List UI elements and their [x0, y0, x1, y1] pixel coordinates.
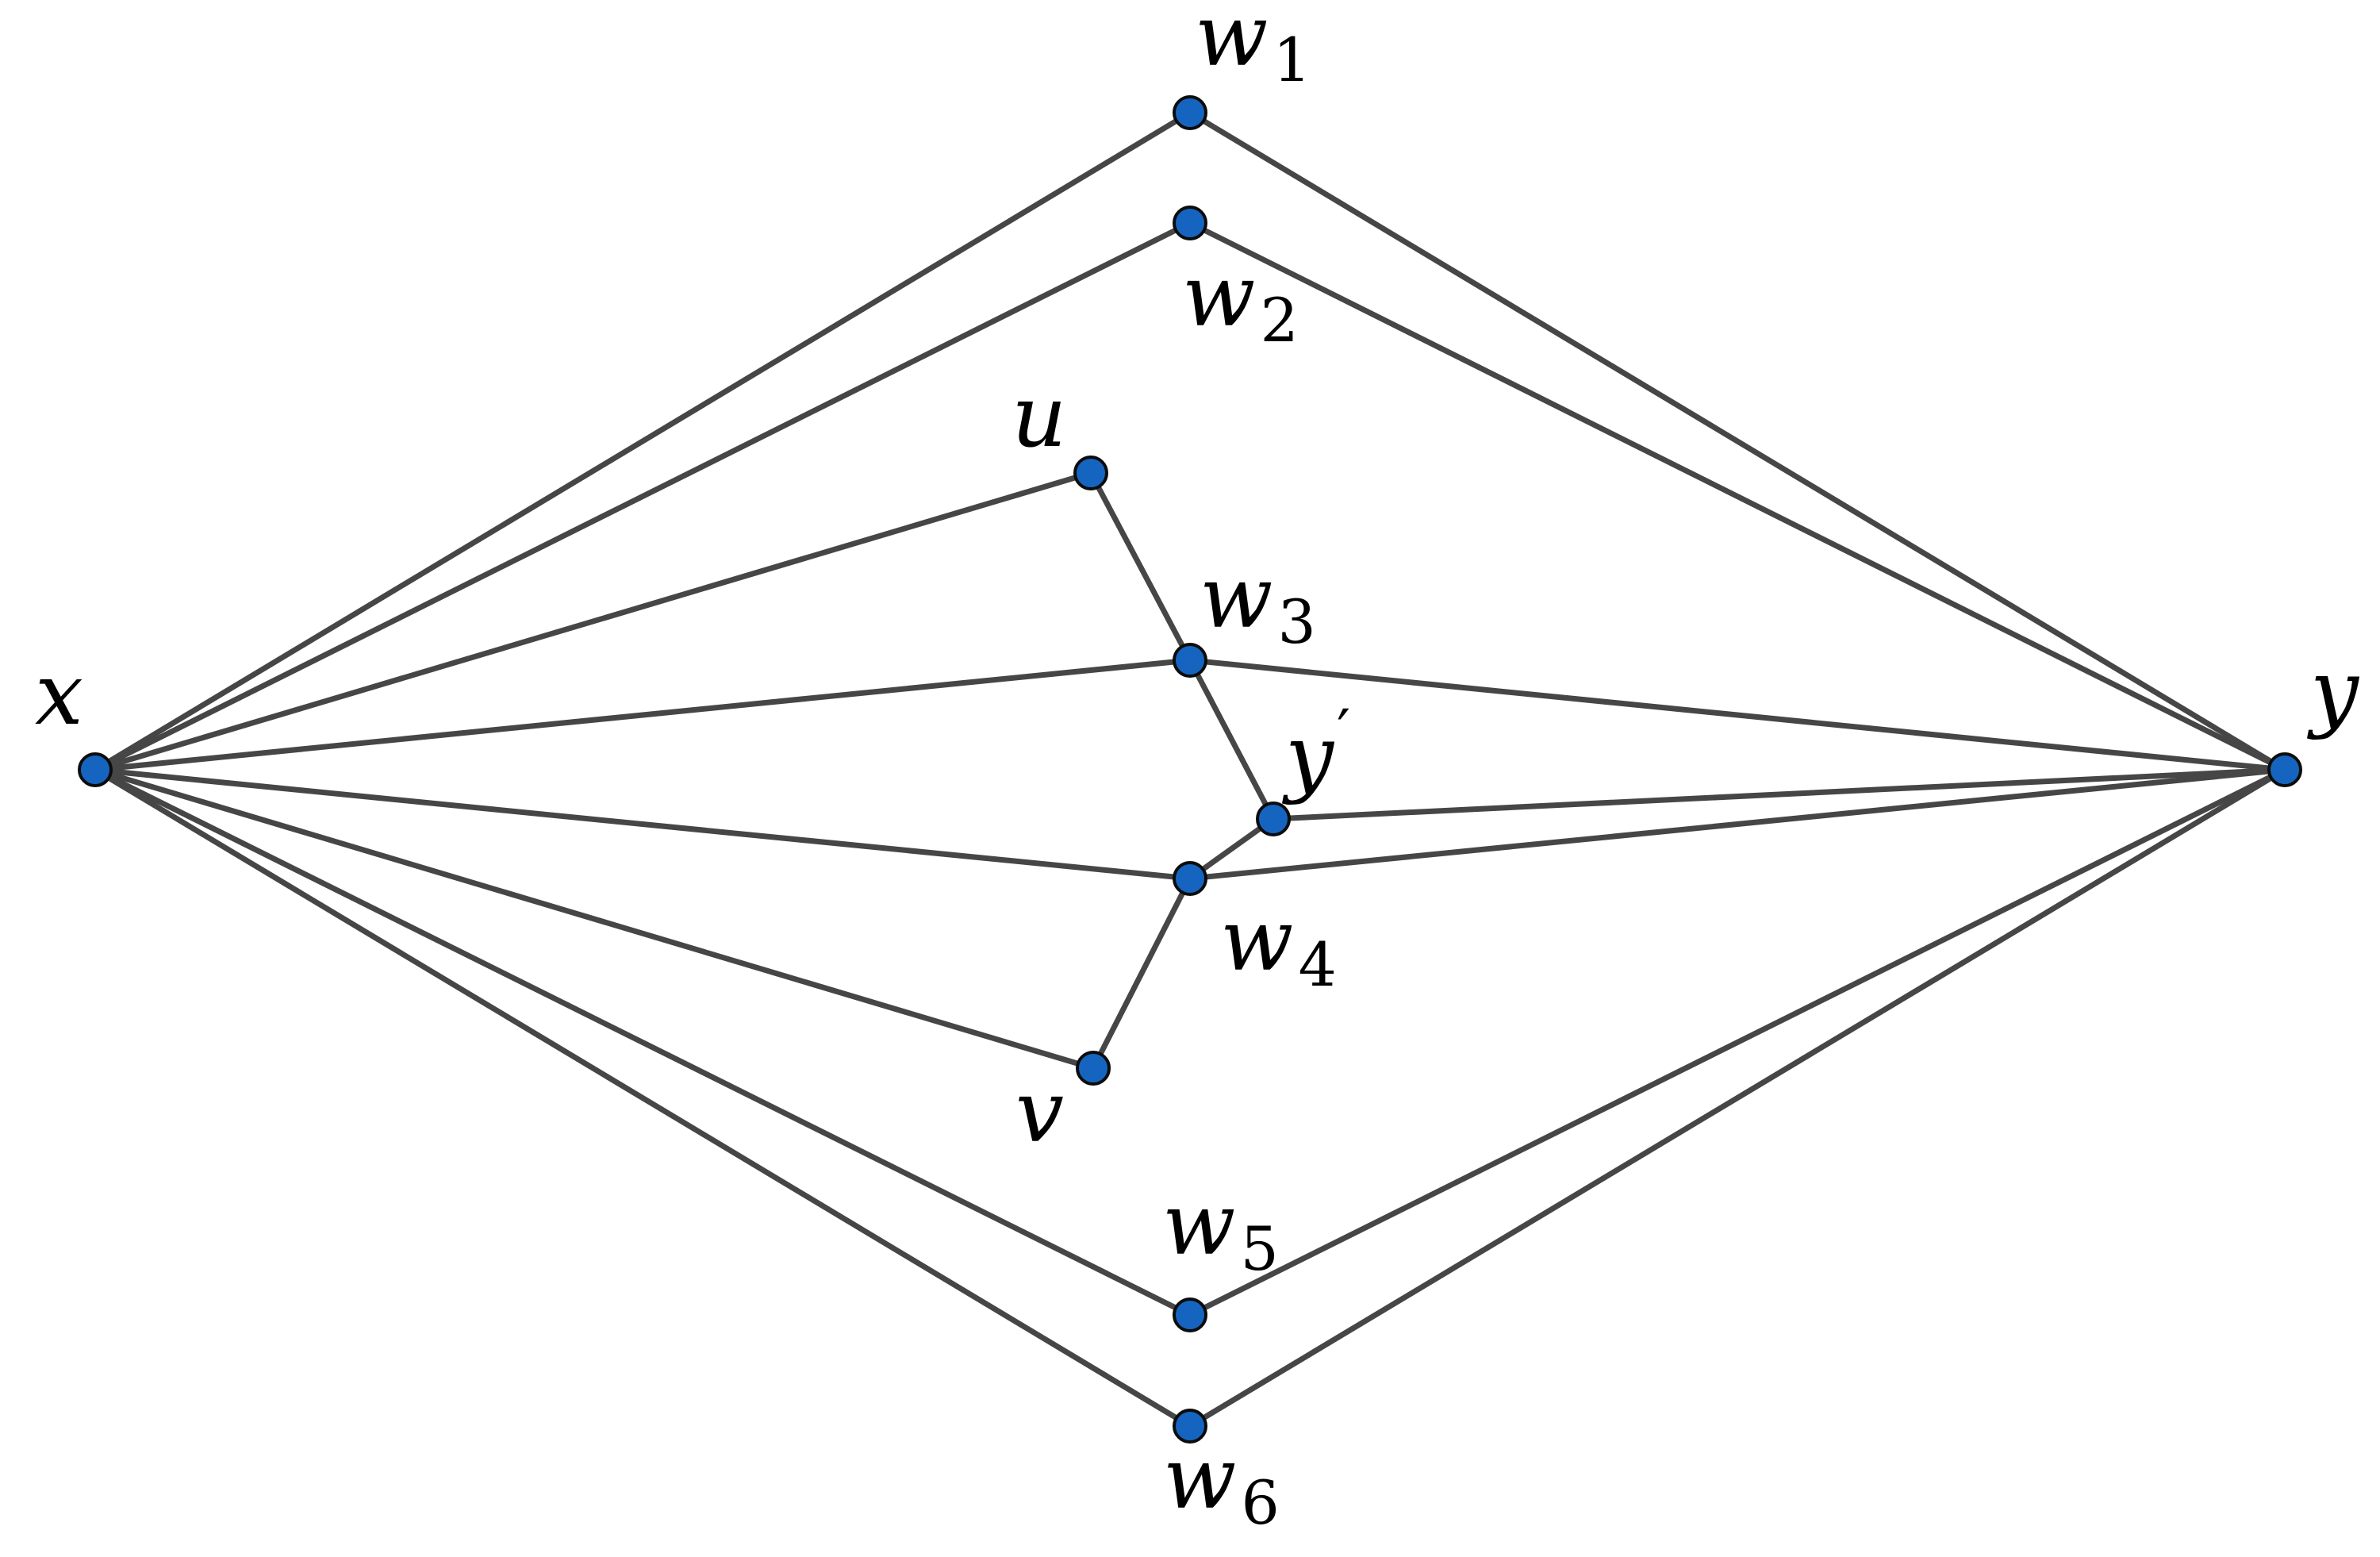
- edge-w5-y: [1187, 767, 2288, 1318]
- edge-x-w2: [92, 220, 1193, 773]
- label-v: v: [1015, 1063, 1064, 1162]
- label-w3: w3: [1200, 548, 1316, 657]
- label-w6-name: w: [1163, 1429, 1236, 1528]
- edge-x-w6: [92, 767, 1193, 1429]
- edge-w2-y: [1187, 220, 2288, 773]
- label-w2-name: w: [1182, 247, 1255, 346]
- label-x-name: x: [35, 645, 83, 744]
- node-u: [1073, 456, 1108, 490]
- edge-x-w5: [92, 767, 1193, 1318]
- edge-u-w3: [1088, 470, 1193, 663]
- label-w6: w6: [1163, 1429, 1280, 1538]
- edge-w4-y: [1187, 767, 2288, 882]
- node-y: [2267, 752, 2302, 787]
- edge-w3-yp: [1187, 657, 1276, 822]
- edge-x-u: [92, 470, 1094, 773]
- label-w4-name: w: [1220, 891, 1293, 990]
- edge-x-v: [92, 767, 1096, 1071]
- label-w1-name: w: [1195, 0, 1268, 86]
- label-w1-subscript: 1: [1273, 25, 1311, 95]
- label-y-name: y: [2306, 642, 2360, 741]
- label-w2: w2: [1182, 247, 1299, 356]
- label-w2-subscript: 2: [1260, 285, 1298, 356]
- edge-w4-v: [1090, 875, 1193, 1071]
- edge-x-w3: [92, 657, 1193, 773]
- edge-w1-y: [1187, 110, 2288, 773]
- node-w2: [1173, 206, 1207, 240]
- label-x: x: [35, 645, 83, 744]
- nodes-layer: [78, 95, 2302, 1444]
- label-w5: w5: [1162, 1175, 1279, 1284]
- node-w4: [1173, 861, 1207, 896]
- label-yp: y′: [1281, 696, 1350, 806]
- label-yp-name: y: [1281, 707, 1335, 806]
- node-x: [78, 752, 113, 787]
- node-w1: [1173, 95, 1207, 130]
- label-y: y: [2306, 642, 2360, 741]
- label-w5-name: w: [1162, 1175, 1235, 1274]
- node-yp: [1256, 802, 1291, 836]
- label-v-name: v: [1015, 1063, 1064, 1162]
- node-v: [1076, 1051, 1111, 1086]
- edge-w3-y: [1187, 657, 2288, 773]
- edges-layer: [92, 110, 2288, 1429]
- edge-x-w4: [92, 767, 1193, 882]
- label-w6-subscript: 6: [1241, 1467, 1279, 1538]
- node-w5: [1173, 1298, 1207, 1332]
- label-w1: w1: [1195, 0, 1311, 95]
- edge-x-w1: [92, 110, 1193, 773]
- label-w3-subscript: 3: [1277, 586, 1315, 657]
- edge-yp-y: [1270, 767, 2288, 822]
- label-w3-name: w: [1200, 548, 1273, 648]
- label-w4: w4: [1220, 891, 1337, 1000]
- label-w4-subscript: 4: [1298, 929, 1336, 1000]
- node-w3: [1173, 643, 1207, 678]
- label-yp-prime: ′: [1337, 696, 1350, 767]
- label-u: u: [1012, 367, 1067, 467]
- edge-w6-y: [1187, 767, 2288, 1429]
- node-w6: [1173, 1409, 1207, 1444]
- label-u-name: u: [1012, 367, 1067, 467]
- label-w5-subscript: 5: [1240, 1213, 1278, 1284]
